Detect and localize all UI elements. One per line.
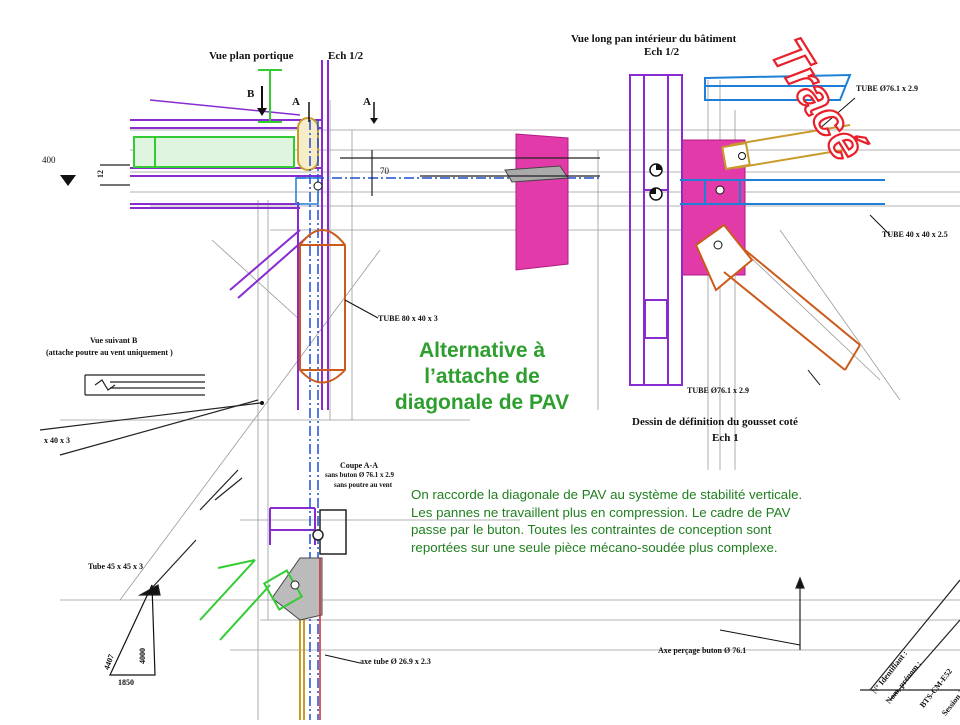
alternative-callout: Alternative à l’attache de diagonale de … <box>372 338 592 416</box>
coupe-aa-title: Coupe A-A <box>340 461 379 470</box>
dim-4000: 4000 <box>138 648 147 664</box>
orange-tube-80 <box>299 229 346 384</box>
plan-view-purple-frame <box>130 60 329 545</box>
dim-1850: 1850 <box>118 678 134 687</box>
callout-line: Alternative à <box>418 339 546 362</box>
gusset-definition-title: Dessin de définition du gousset coté <box>632 416 798 428</box>
scale-label-left: Ech 1/2 <box>328 50 364 62</box>
right-orange-diagonal <box>694 223 861 371</box>
description-line: Les pannes ne travaillent plus en compre… <box>411 504 791 520</box>
description-line: On raccorde la diagonale de PAV au systè… <box>411 487 803 502</box>
scale-label-ech1: Ech 1 <box>712 432 739 444</box>
dim-12: 12 <box>96 170 105 178</box>
vue-suivant-b-subtitle: (attache poutre au vent uniquement ) <box>46 348 173 357</box>
description-text: On raccorde la diagonale de PAV au systè… <box>411 486 931 556</box>
section-40-label: x 40 x 3 <box>44 436 70 445</box>
vue-suivant-b-title: Vue suivant B <box>90 336 138 345</box>
description-line: reportées sur une seule pièce mécano-sou… <box>411 539 778 555</box>
detail-lines <box>39 150 960 701</box>
dim-70: 70 <box>380 166 389 176</box>
axe-tube-label: axe tube Ø 26.9 x 2.3 <box>360 657 431 666</box>
right-blue-tube <box>680 73 885 205</box>
letter-a-left: A <box>292 96 300 108</box>
letter-b: B <box>247 88 255 100</box>
letter-a-right: A <box>363 96 371 108</box>
callout-line: diagonale de PAV <box>394 391 570 414</box>
tube-40-label: TUBE 40 x 40 x 2.5 <box>882 230 948 239</box>
coupe-aa-line1: sans buton Ø 76.1 x 2.9 <box>325 471 395 479</box>
tube-80-label: TUBE 80 x 40 x 3 <box>378 314 438 323</box>
right-gold-diagonal <box>721 124 856 171</box>
gold-column-top <box>297 117 319 720</box>
long-pan-view-title: Vue long pan intérieur du bâtiment <box>571 33 737 45</box>
leader-lines <box>324 97 891 664</box>
axe-percage-label: Axe perçage buton Ø 76.1 <box>658 646 747 655</box>
callout-line: l’attache de <box>424 365 540 388</box>
lower-gusset <box>262 557 323 720</box>
tube-76-top-label: TUBE Ø76.1 x 2.9 <box>856 84 919 93</box>
coupe-aa-line2: sans poutre au vent <box>334 481 393 489</box>
description-line: passe par le buton. Toutes les contraint… <box>411 522 772 537</box>
lower-green-diagonal <box>199 559 271 641</box>
plan-view-title: Vue plan portique <box>209 50 294 62</box>
section-aa <box>312 509 347 555</box>
pin-markers <box>60 86 746 405</box>
dim-400: 400 <box>42 155 56 165</box>
tube-76-label: TUBE Ø76.1 x 2.9 <box>687 386 750 395</box>
scale-label-right: Ech 1/2 <box>644 46 680 58</box>
pink-gusset <box>504 133 746 276</box>
plan-view-green-beam <box>133 69 295 168</box>
long-pan-purple-column <box>629 74 683 386</box>
tube-45-label: Tube 45 x 45 x 3 <box>88 562 144 571</box>
